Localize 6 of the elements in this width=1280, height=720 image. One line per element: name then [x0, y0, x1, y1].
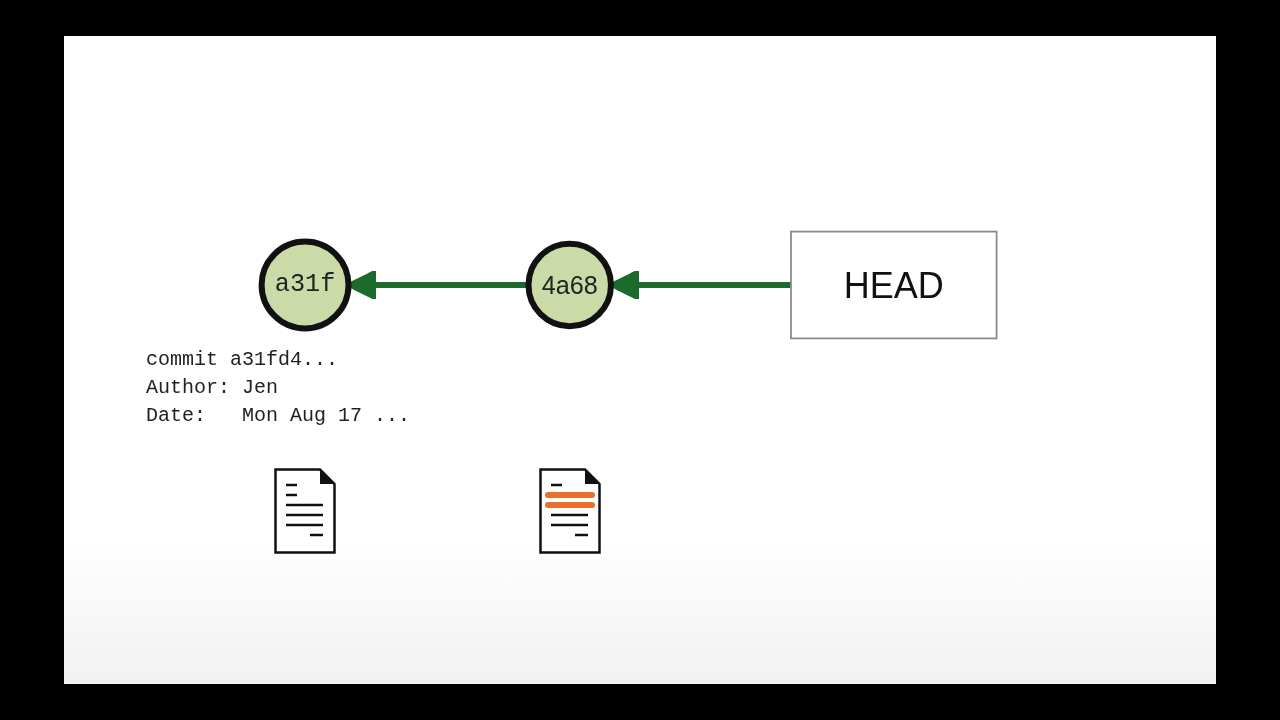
commit-details-text: Author: Jen: [146, 375, 278, 402]
node-circle: a31f: [258, 238, 352, 332]
commit-details-text: commit a31fd4...: [146, 347, 338, 374]
node-box: HEAD: [790, 230, 998, 340]
commit-details-text: Date: Mon Aug 17 ...: [146, 403, 411, 430]
node-circle: 4a68: [525, 240, 614, 330]
